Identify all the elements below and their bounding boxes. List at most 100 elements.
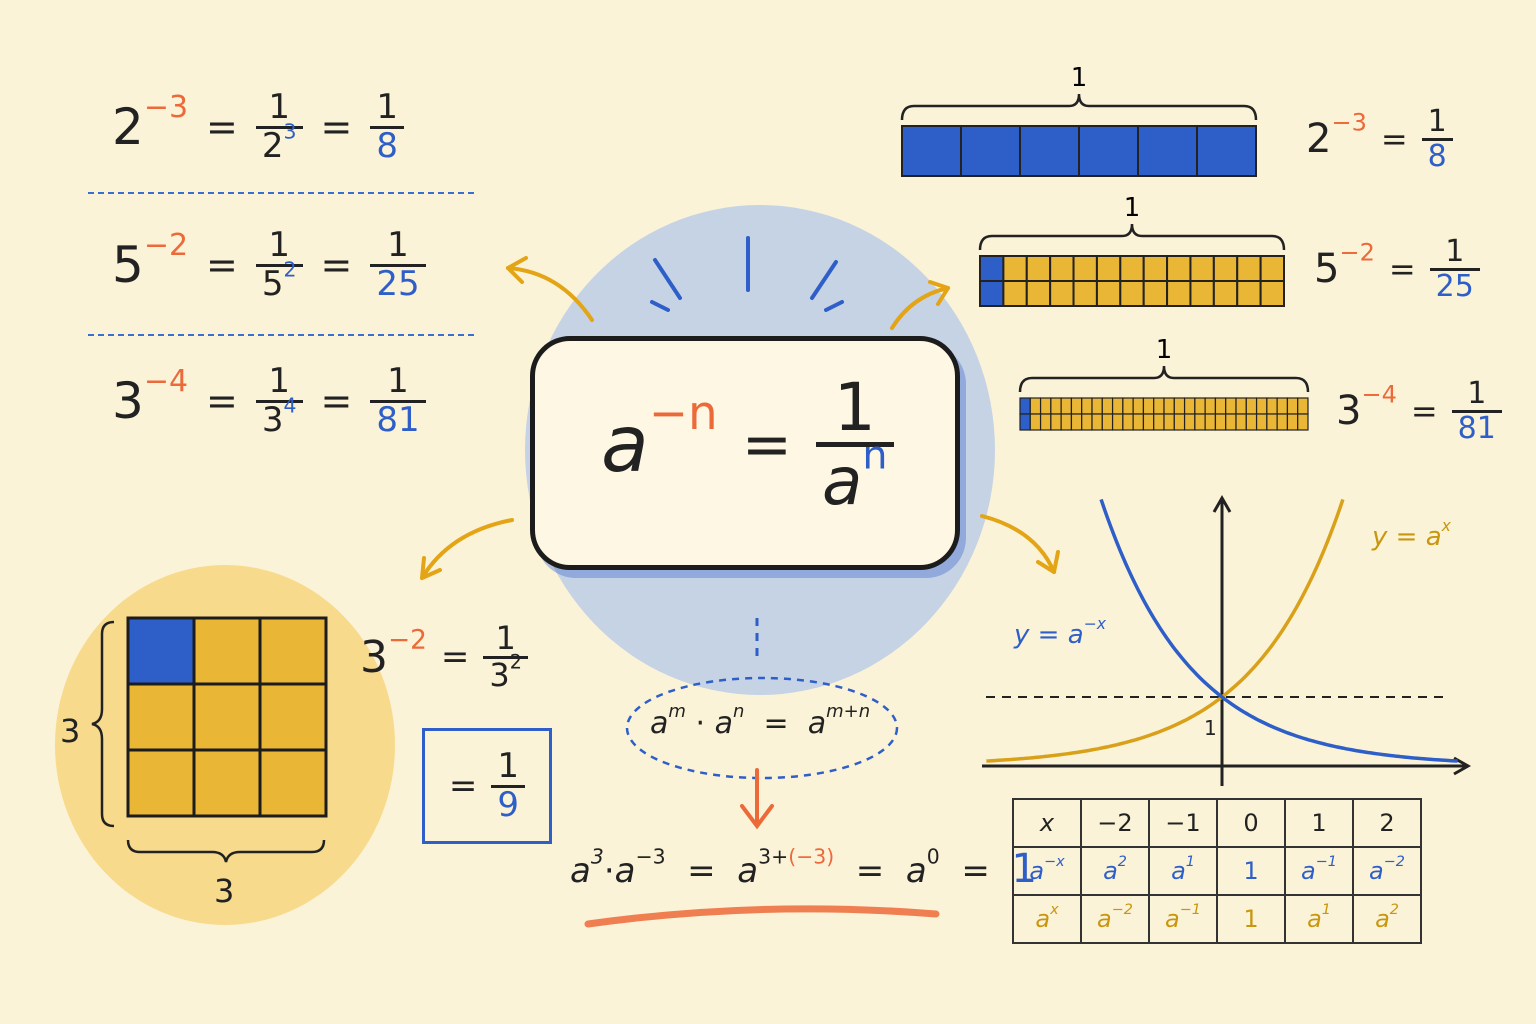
- bar-cell: [1095, 280, 1122, 307]
- bar-cell: [901, 125, 962, 177]
- divider: [88, 334, 474, 336]
- bar-cell: [1153, 397, 1165, 415]
- grid-cell: [258, 616, 328, 686]
- x-axis-arrow: [1453, 756, 1472, 776]
- bar-cell: [1137, 125, 1198, 177]
- bar-cell: [1166, 280, 1192, 307]
- rule-equals: =: [741, 409, 792, 480]
- bar-cell: [1142, 280, 1169, 307]
- bar-cell: [1259, 255, 1286, 282]
- bar-cell: [1101, 413, 1114, 431]
- rule-exponent: −n: [648, 386, 718, 441]
- table-header-cell: 0: [1216, 798, 1286, 848]
- intercept-label: 1: [1204, 716, 1217, 740]
- bar-cell: [1029, 397, 1042, 415]
- bar-cell: [1029, 413, 1042, 431]
- bar-cell: [1255, 413, 1268, 431]
- bar-model: 1: [1018, 335, 1310, 431]
- bar-cell: [1173, 413, 1186, 431]
- arrows: [420, 256, 1060, 580]
- central-rule: a−n = 1 an: [601, 373, 894, 517]
- growth-label: y = ax: [1372, 516, 1451, 552]
- sparkle-lines: [650, 236, 844, 312]
- bar-cell: [1214, 413, 1227, 431]
- bar-cell: [1142, 397, 1155, 415]
- table-header-cell: 1: [1284, 798, 1354, 848]
- bar-cell: [1236, 255, 1262, 282]
- grid-cell: [192, 682, 262, 752]
- bar-cell: [1049, 280, 1075, 307]
- product-rule-oval: [625, 676, 899, 780]
- equals-sign: =: [320, 105, 353, 150]
- bar-cell: [1060, 397, 1073, 415]
- bar-cell: [1111, 397, 1124, 415]
- bar-cell: [1122, 413, 1134, 431]
- table-header-cell: x: [1012, 798, 1082, 848]
- bar-label: 1: [1156, 335, 1173, 365]
- bar-cell: [1142, 413, 1155, 431]
- table-cell: a−1: [1284, 846, 1354, 896]
- table-cell: 1: [1216, 846, 1286, 896]
- bar-cell: [960, 125, 1021, 177]
- bar-cell: [1132, 397, 1145, 415]
- bar-cell: [1173, 397, 1186, 415]
- bar-cell: [1245, 413, 1258, 431]
- bar-cell: [1189, 280, 1215, 307]
- bar-cell: [1235, 413, 1247, 431]
- table-header-cell: 2: [1352, 798, 1422, 848]
- table-cell: a2: [1352, 894, 1422, 944]
- bar-cell: [1072, 280, 1098, 307]
- grid-cell: [192, 748, 262, 818]
- bar-model: 1: [978, 193, 1286, 307]
- bar-cell: [1196, 125, 1257, 177]
- arrow-bottom-right: [980, 514, 1056, 574]
- bar-cell: [1091, 397, 1103, 415]
- bar-cell: [1019, 397, 1031, 415]
- arrow-top-right: [890, 286, 950, 330]
- bar-cell: [1163, 413, 1175, 431]
- bar-cell: [1163, 397, 1175, 415]
- bar-cell: [1286, 413, 1299, 431]
- grid-cell: [126, 616, 196, 686]
- side-label: 3: [60, 712, 81, 750]
- bar-cell: [1002, 255, 1028, 282]
- divider: [88, 192, 474, 194]
- bar-cell: [1060, 413, 1073, 431]
- bottom-brace: [126, 839, 326, 863]
- bar-cell: [1050, 397, 1062, 415]
- product-rule: am · an = am+n: [650, 700, 871, 741]
- table-cell: 1: [1216, 894, 1286, 944]
- bar-cell: [1297, 413, 1309, 431]
- bar-cell: [979, 255, 1005, 282]
- bar-brace: [978, 223, 1286, 251]
- bar-cell: [1039, 397, 1052, 415]
- base: 2: [112, 98, 144, 157]
- underline-stroke: [584, 905, 940, 928]
- bar-cell: [1070, 397, 1083, 415]
- bar-brace: [1018, 365, 1310, 393]
- table-cell: a1: [1148, 846, 1218, 896]
- grid-cell: [126, 748, 196, 818]
- bar-cell: [1297, 397, 1309, 415]
- bar-cell: [1183, 413, 1196, 431]
- bar-cell: [1002, 280, 1028, 307]
- bar-cell: [1119, 280, 1145, 307]
- bar-cell: [1019, 413, 1031, 431]
- table-header-cell: −1: [1148, 798, 1218, 848]
- exponential-graph: [982, 494, 1472, 786]
- bar-cell: [1095, 255, 1122, 282]
- rule-fraction: 1 an: [815, 373, 894, 517]
- bar-cell: [1276, 397, 1289, 415]
